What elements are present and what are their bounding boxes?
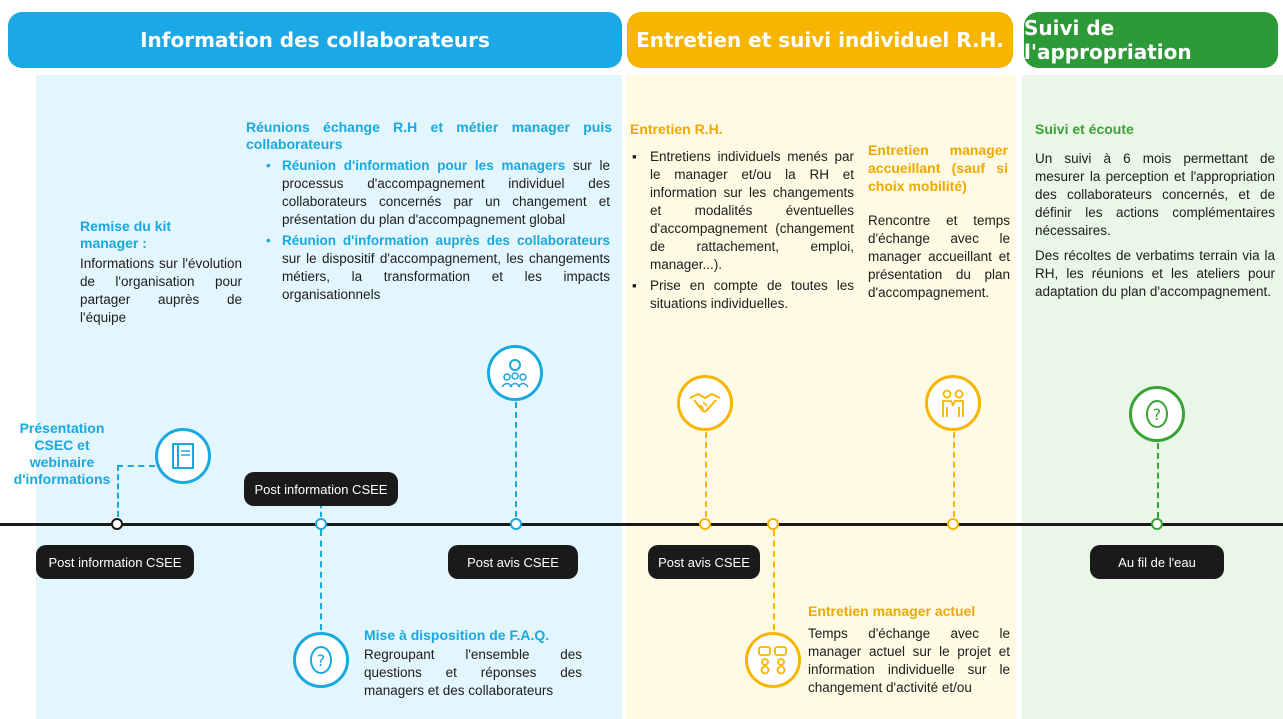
meeting-dash: [953, 432, 955, 517]
reunions-title: Réunions échange R.H et métier manager p…: [246, 119, 612, 152]
suivi-dash: [1157, 443, 1159, 518]
pill-post-information-top: Post information CSEE: [244, 472, 398, 506]
timeline-node: [767, 518, 779, 530]
timeline-node: [510, 518, 522, 530]
svg-text:?: ?: [317, 651, 326, 670]
suivi-text-2: Des récoltes de verbatims terrain via la…: [1035, 248, 1275, 299]
people-meeting-icon: [925, 375, 981, 431]
question-icon: ?: [293, 632, 349, 688]
actuel-title: Entretien manager actuel: [808, 603, 976, 619]
timeline-node: [1151, 518, 1163, 530]
actuel-dash: [773, 530, 775, 630]
header-suivi: Suivi de l'appropriation: [1024, 12, 1278, 68]
actuel-text: Temps d'échange avec le manager actuel s…: [808, 626, 1010, 695]
handshake-dash: [705, 432, 707, 517]
pill-post-avis: Post avis CSEE: [648, 545, 760, 579]
pill-post-information: Post information CSEE: [36, 545, 194, 579]
handshake-icon: [677, 375, 733, 431]
faq-text: Regroupant l'ensemble des questions et r…: [364, 647, 582, 698]
timeline-node: [315, 518, 327, 530]
header-information: Information des collaborateurs: [8, 12, 622, 68]
group-dash: [515, 402, 517, 517]
timeline-node: [111, 518, 123, 530]
timeline-line: [0, 523, 1283, 526]
accueillant-text: Rencontre et temps d'échange avec le man…: [868, 213, 1010, 300]
question-icon: ?: [1129, 386, 1185, 442]
entretien-rh-item: Prise en compte de toutes les situations…: [628, 277, 854, 313]
accueillant-title: Entretien manager accueillant (sauf si c…: [868, 142, 1008, 194]
suivi-text-1: Un suivi à 6 mois permettant de mesurer …: [1035, 151, 1275, 238]
timeline-node: [699, 518, 711, 530]
pill-au-fil-de-leau: Au fil de l'eau: [1090, 545, 1224, 579]
faq-title: Mise à disposition de F.A.Q.: [364, 627, 550, 643]
entretien-rh-title: Entretien R.H.: [630, 121, 723, 137]
entretien-rh-item: Entretiens individuels menés par le mana…: [628, 148, 854, 274]
group-location-icon: [487, 345, 543, 401]
post-info-dash: [320, 503, 322, 517]
reunions-list: Réunion d'information pour les managers …: [260, 157, 610, 307]
svg-text:?: ?: [1153, 405, 1162, 424]
chat-people-icon: [745, 632, 801, 688]
pill-post-avis: Post avis CSEE: [448, 545, 578, 579]
reunion-item-collaborateurs: Réunion d'information auprès des collabo…: [260, 232, 610, 304]
kit-text: Informations sur l'évolution de l'organi…: [80, 256, 242, 325]
timeline-node: [947, 518, 959, 530]
kit-title: Remise du kit manager :: [80, 218, 172, 251]
presentation-title: Présentation CSEC et webinaire d'informa…: [13, 420, 111, 487]
book-icon: [155, 428, 211, 484]
presentation-connector: [117, 465, 155, 467]
header-entretien: Entretien et suivi individuel R.H.: [627, 12, 1013, 68]
faq-dash: [320, 530, 322, 630]
presentation-dash: [117, 465, 119, 517]
reunion-item-managers: Réunion d'information pour les managers …: [260, 157, 610, 229]
suivi-title: Suivi et écoute: [1035, 121, 1134, 137]
entretien-rh-list: Entretiens individuels menés par le mana…: [628, 148, 854, 316]
